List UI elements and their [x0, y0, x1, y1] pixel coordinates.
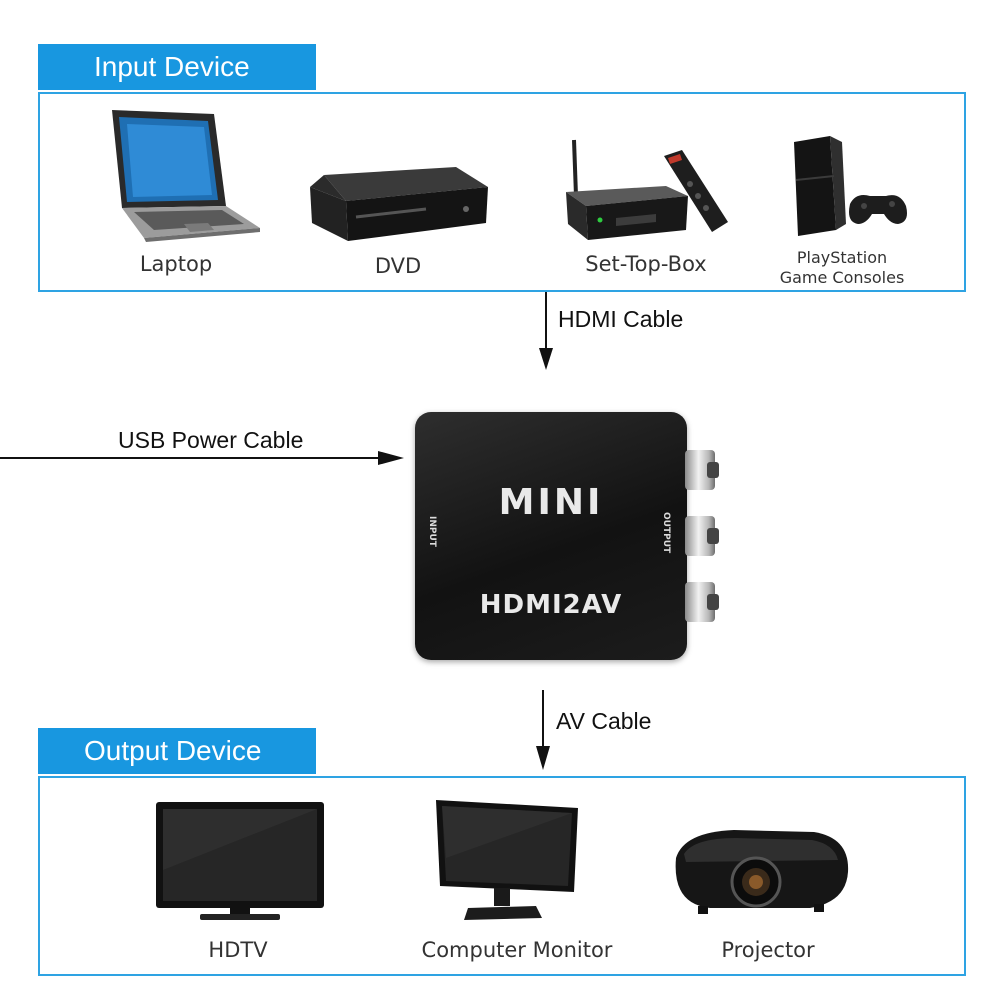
output-device-title: Output Device [38, 728, 316, 774]
set-top-box-icon [566, 139, 728, 240]
laptop-icon [112, 110, 260, 242]
game-console-icon [794, 136, 907, 236]
device-label-computer-monitor: Computer Monitor [421, 938, 613, 962]
usb-power-cable-label: USB Power Cable [118, 427, 304, 453]
device-label-set-top-box: Set-Top-Box [585, 252, 707, 276]
device-label-playstation: PlayStation Game Consoles [766, 248, 918, 288]
device-label-dvd: DVD [374, 254, 422, 278]
device-label-playstation-line1: PlayStation [796, 248, 888, 267]
input-device-title: Input Device [38, 44, 316, 90]
device-label-laptop: Laptop [139, 252, 213, 276]
hdmi2av-converter: MINI HDMI2AV INPUT OUTPUT [415, 412, 719, 660]
converter-input-label: INPUT [427, 516, 437, 547]
device-label-projector: Projector [721, 938, 815, 962]
rca-port-3 [685, 582, 719, 622]
dvd-player-icon [310, 167, 488, 241]
rca-port-2 [685, 516, 719, 556]
converter-brand: MINI [498, 482, 604, 523]
device-label-playstation-line2: Game Consoles [779, 268, 905, 287]
av-cable-arrow [536, 690, 550, 770]
av-cable-label: AV Cable [556, 708, 652, 734]
device-label-hdtv: HDTV [208, 938, 268, 962]
converter-model: HDMI2AV [479, 590, 623, 620]
computer-monitor-icon [436, 800, 578, 920]
hdmi-cable-label: HDMI Cable [558, 306, 684, 332]
hdmi-cable-arrow [539, 292, 553, 370]
output-device-title-text: Output Device [84, 735, 262, 766]
input-device-title-text: Input Device [94, 51, 250, 82]
rca-port-1 [685, 450, 719, 490]
projector-icon [675, 830, 849, 914]
usb-power-arrow [0, 451, 404, 465]
converter-output-label: OUTPUT [661, 512, 671, 554]
hdtv-icon [156, 802, 324, 920]
